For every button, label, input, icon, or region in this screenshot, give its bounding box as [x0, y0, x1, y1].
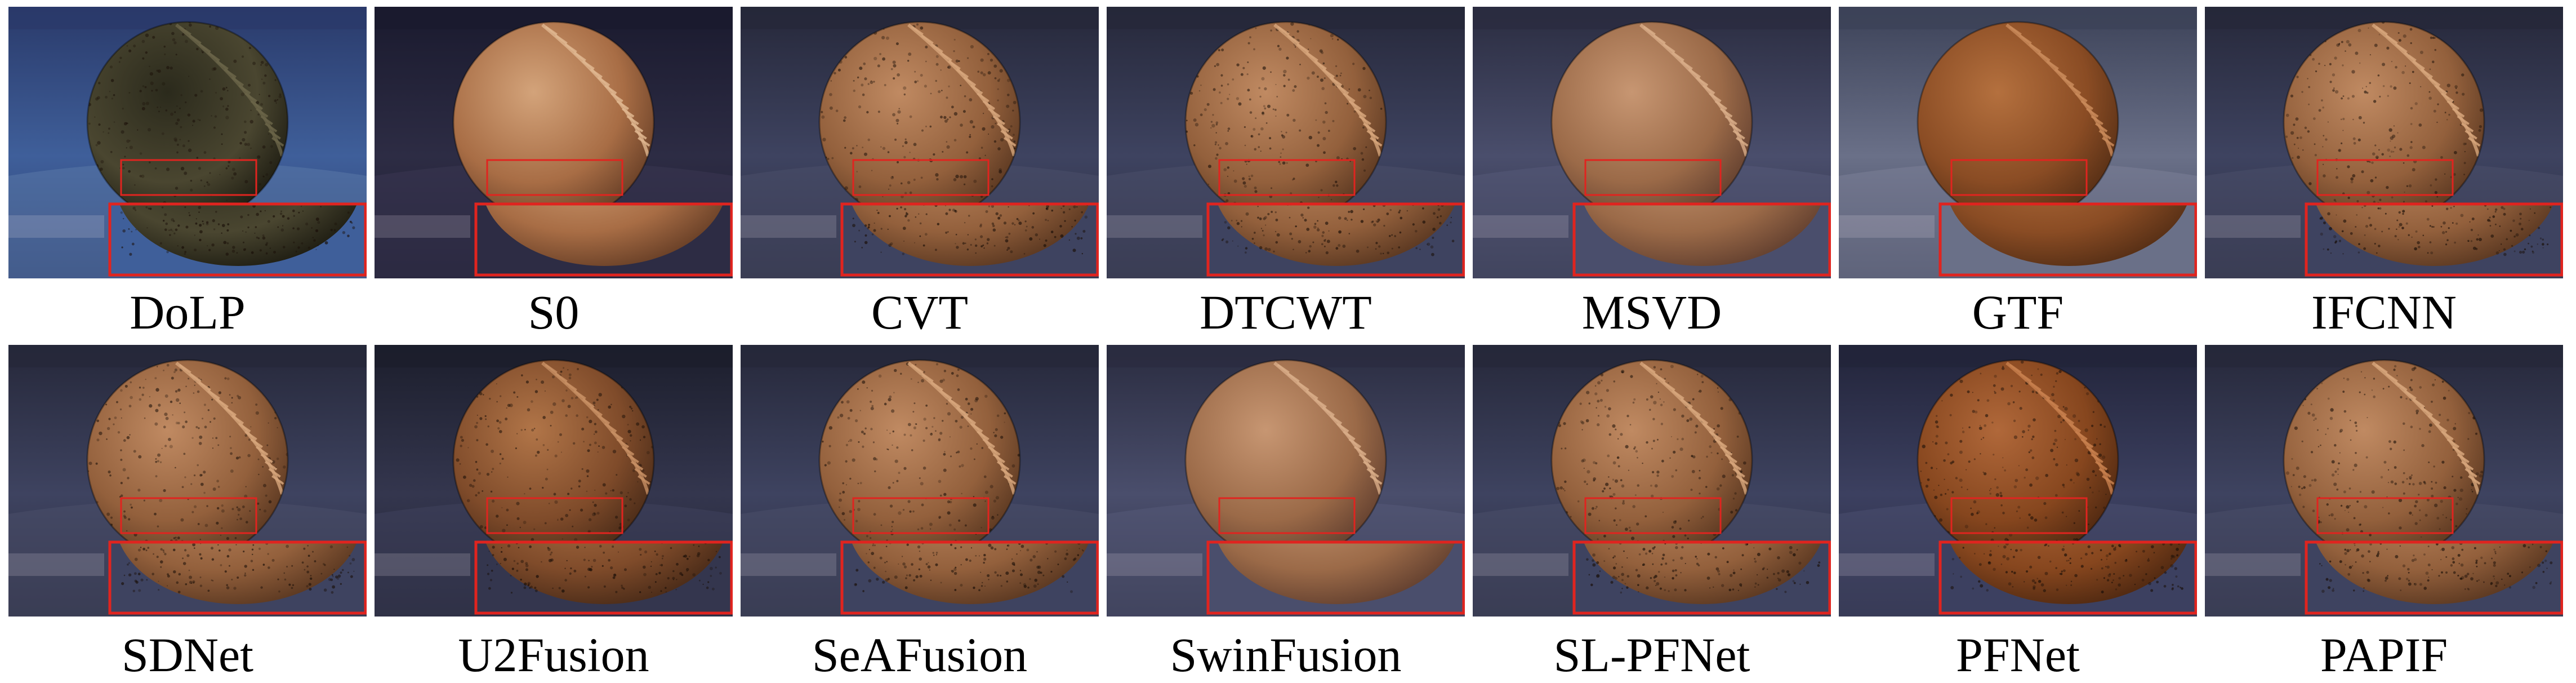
photo-svg [8, 345, 367, 617]
panel-caption: PAPIF [2320, 628, 2448, 682]
panel-caption: GTF [1972, 285, 2064, 339]
panel-image [1839, 345, 2197, 617]
photo-svg [375, 345, 733, 617]
panel-caption: CVT [871, 285, 968, 339]
panel-caption: DTCWT [1200, 285, 1372, 339]
panel-caption: SeAFusion [812, 628, 1028, 682]
panel-caption: PFNet [1956, 628, 2080, 682]
photo-svg [1473, 345, 1831, 617]
panel-image [2205, 345, 2563, 617]
photo-svg [1107, 7, 1465, 278]
photo-svg [2205, 345, 2563, 617]
photo-svg [1839, 345, 2197, 617]
panel-image [375, 345, 733, 617]
photo-svg [1473, 7, 1831, 278]
panel-image [1473, 345, 1831, 617]
photo-svg [741, 345, 1099, 617]
photo-svg [741, 7, 1099, 278]
panel-caption: IFCNN [2311, 285, 2457, 339]
panel-caption: S0 [528, 285, 580, 339]
panel-caption: U2Fusion [458, 628, 649, 682]
photo-svg [375, 7, 733, 278]
panel-image [741, 345, 1099, 617]
panel-caption: SDNet [121, 628, 254, 682]
photo-svg [1107, 345, 1465, 617]
panel-image [1107, 345, 1465, 617]
panel-caption: MSVD [1581, 285, 1722, 339]
photo-svg [8, 7, 367, 278]
panel-image [1839, 7, 2197, 278]
panel-image [8, 7, 367, 278]
panel-caption: SL-PFNet [1553, 628, 1750, 682]
panel-image [1107, 7, 1465, 278]
photo-svg [1839, 7, 2197, 278]
panel-image [375, 7, 733, 278]
panel-image [2205, 7, 2563, 278]
panel-image [741, 7, 1099, 278]
panel-caption: DoLP [130, 285, 246, 339]
panel-image [8, 345, 367, 617]
photo-svg [2205, 7, 2563, 278]
panel-image [1473, 7, 1831, 278]
panel-caption: SwinFusion [1170, 628, 1402, 682]
